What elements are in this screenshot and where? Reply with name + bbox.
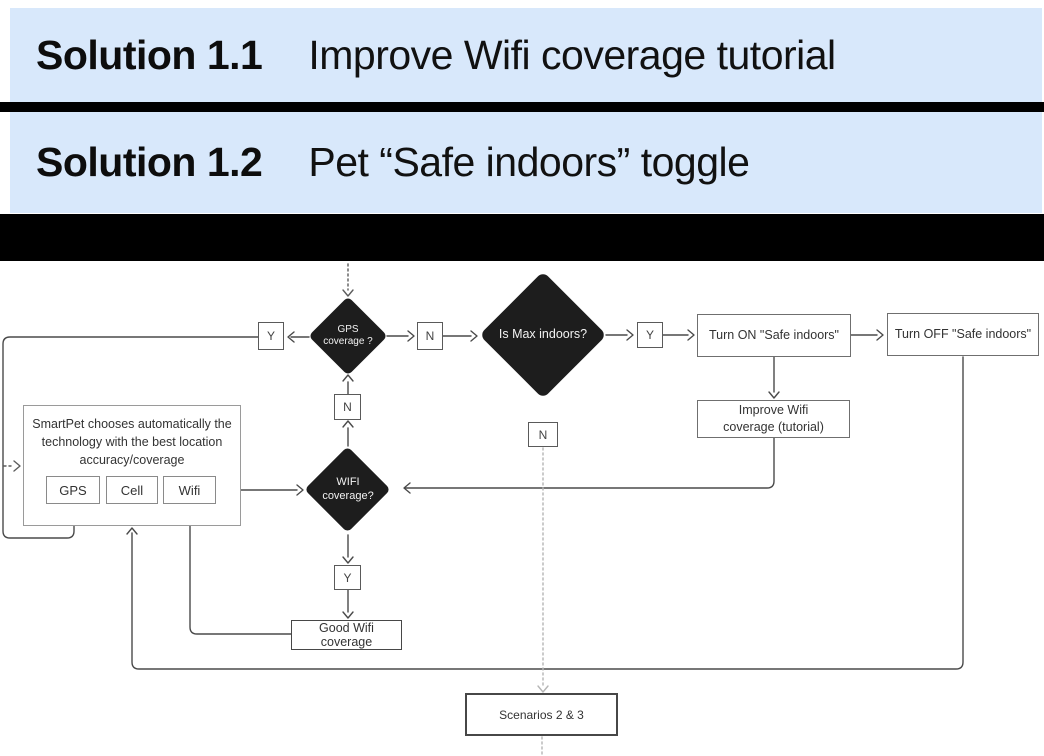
label-gps-no: N <box>417 322 443 350</box>
solution-number: Solution 1.2 <box>36 139 263 185</box>
smartpet-technology-box: SmartPet chooses automatically the techn… <box>23 405 241 526</box>
smartpet-option-gps: GPS <box>46 476 100 504</box>
header-divider <box>0 102 1044 112</box>
process-turn-on-safe-indoors: Turn ON "Safe indoors" <box>697 314 851 357</box>
label-wifi-no: N <box>334 394 361 420</box>
process-good-wifi-coverage: Good Wifi coverage <box>291 620 402 650</box>
solution-title: Improve Wifi coverage tutorial <box>308 31 836 78</box>
label-max-yes: Y <box>637 322 663 348</box>
solution-title: Pet “Safe indoors” toggle <box>308 139 750 185</box>
process-scenarios-2-3: Scenarios 2 & 3 <box>465 693 618 736</box>
decision-gps-coverage-label: GPS coverage ? <box>323 323 373 348</box>
label-gps-yes: Y <box>258 322 284 350</box>
label-max-no: N <box>528 422 558 447</box>
process-turn-off-safe-indoors: Turn OFF "Safe indoors" <box>887 313 1039 356</box>
process-improve-wifi-coverage: Improve Wifi coverage (tutorial) <box>697 400 850 438</box>
decision-is-max-indoors-label: Is Max indoors? <box>498 327 588 342</box>
header-solution-1-1: Solution 1.1 Improve Wifi coverage tutor… <box>10 8 1042 102</box>
smartpet-description: SmartPet chooses automatically the techn… <box>32 417 232 468</box>
black-band <box>0 214 1044 261</box>
smartpet-option-wifi: Wifi <box>163 476 216 504</box>
label-wifi-yes: Y <box>334 565 361 590</box>
smartpet-option-cell: Cell <box>106 476 158 504</box>
header-solution-1-2: Solution 1.2 Pet “Safe indoors” toggle <box>10 112 1042 213</box>
solution-number: Solution 1.1 <box>36 31 263 78</box>
decision-wifi-coverage-label: WIFI coverage? <box>322 476 374 502</box>
